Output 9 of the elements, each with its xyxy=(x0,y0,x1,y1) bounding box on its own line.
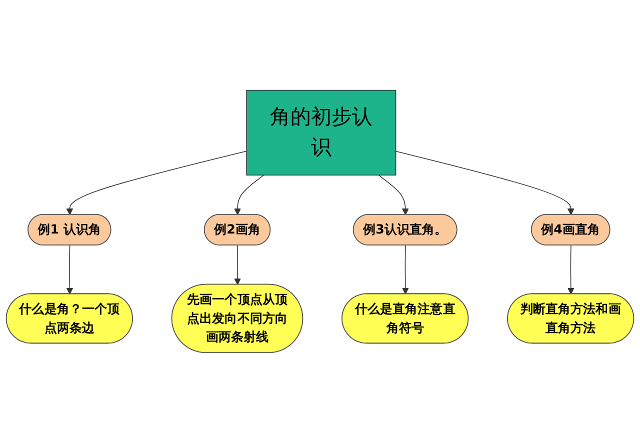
arrow xyxy=(378,174,409,215)
arrow xyxy=(234,244,241,285)
arrow xyxy=(395,150,574,215)
arrow xyxy=(66,244,74,294)
node-box: 角的初步认识 xyxy=(246,89,396,176)
arrow xyxy=(402,244,409,294)
arrow xyxy=(66,150,247,215)
arrow xyxy=(234,174,264,215)
arrow xyxy=(567,244,574,294)
